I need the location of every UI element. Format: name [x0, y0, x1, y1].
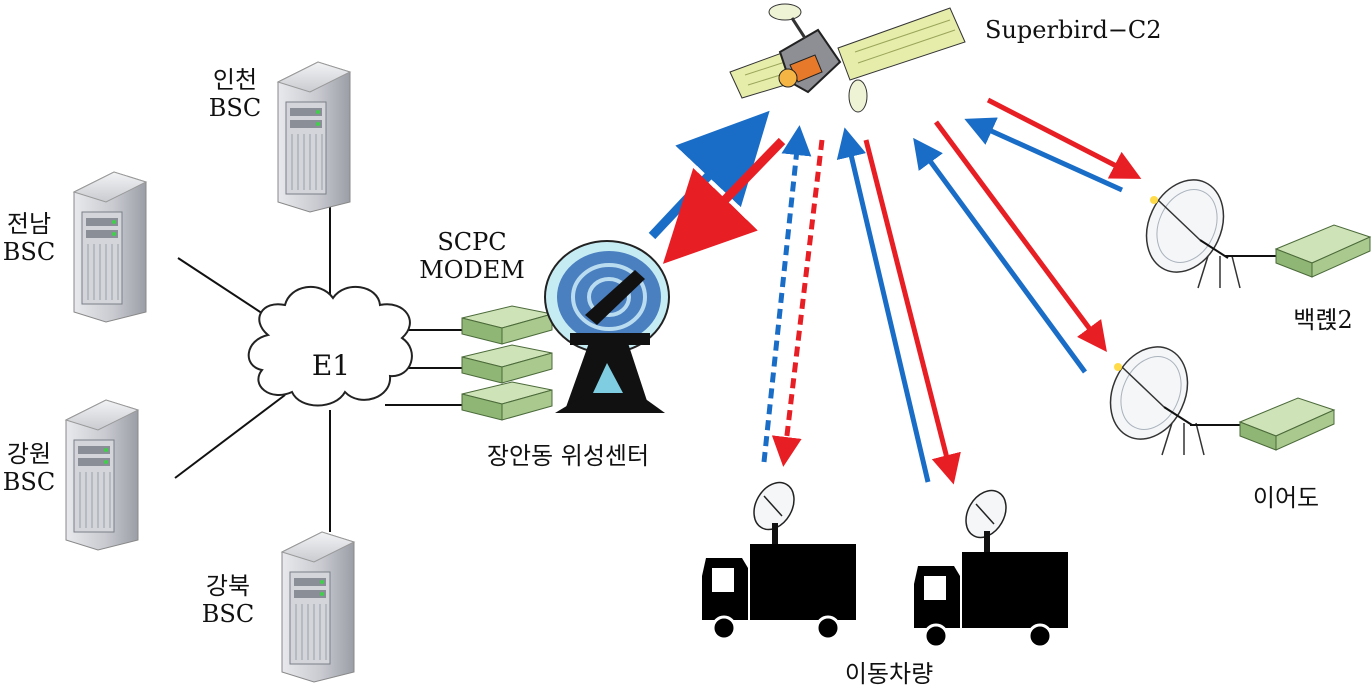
- satellite-label: Superbird−C2: [985, 16, 1162, 44]
- satellite-icon: [729, 3, 966, 113]
- e1-label: E1: [311, 349, 351, 382]
- vehicle2-downlink-arrow: [863, 139, 961, 485]
- server-icon-jeonnam: [72, 171, 148, 323]
- bsc-label-incheon: 인천 BSC: [203, 66, 267, 122]
- vehicles-label: 이동차량: [844, 660, 934, 688]
- island1-uplink-arrow: [964, 117, 1124, 193]
- modem-icon: [461, 381, 553, 421]
- vehicle1-downlink-arrow: [771, 139, 825, 467]
- dish-antenna-icon-baengnyeong: [1145, 179, 1241, 289]
- bsc-type: BSC: [208, 94, 262, 122]
- link-gangwon: [174, 394, 286, 479]
- e1-cloud-icon: [247, 285, 413, 407]
- server-icon-incheon: [276, 61, 352, 213]
- island-label-baengnyeong: 백롅2: [1293, 306, 1353, 334]
- modem-label-line2: MODEM: [419, 256, 525, 284]
- server-icon-gangwon: [64, 399, 140, 551]
- modem-icon-baengnyeong: [1274, 224, 1371, 278]
- modem-stack-icon: [461, 305, 553, 421]
- island-label-ieodo: 이어도: [1252, 484, 1320, 512]
- truck-icon-2: [914, 489, 1068, 649]
- bsc-region: 강북: [205, 572, 251, 600]
- island1-downlink-arrow: [986, 97, 1142, 179]
- server-icon-gangbuk: [280, 531, 356, 683]
- bsc-region: 인천: [212, 66, 258, 94]
- hub-downlink-arrow: [662, 137, 786, 264]
- island2-uplink-arrow: [913, 137, 1088, 374]
- bsc-label-gangbuk: 강북 BSC: [196, 572, 260, 628]
- vehicle1-uplink-arrow: [761, 125, 812, 463]
- bsc-type: BSC: [2, 468, 56, 496]
- bsc-label-gangwon: 강원 BSC: [0, 440, 58, 496]
- modem-icon: [461, 305, 553, 345]
- bsc-region: 강원: [6, 440, 52, 468]
- bsc-type: BSC: [201, 600, 255, 628]
- modem-icon-ieodo: [1238, 397, 1336, 451]
- modem-label-line1: SCPC: [437, 228, 507, 256]
- truck-icon-1: [702, 481, 856, 641]
- bsc-label-jeonnam: 전남 BSC: [0, 210, 58, 266]
- bsc-type: BSC: [2, 238, 56, 266]
- modem-icon: [461, 344, 553, 384]
- island2-downlink-arrow: [933, 120, 1107, 353]
- hub-label: 장안동 위성센터: [486, 442, 650, 470]
- modem-label: SCPC MODEM: [412, 228, 532, 284]
- bsc-region: 전남: [6, 210, 52, 238]
- vehicle2-uplink-arrow: [836, 127, 931, 483]
- dish-antenna-icon-ieodo: [1109, 346, 1205, 456]
- earth-station-icon: [544, 240, 670, 413]
